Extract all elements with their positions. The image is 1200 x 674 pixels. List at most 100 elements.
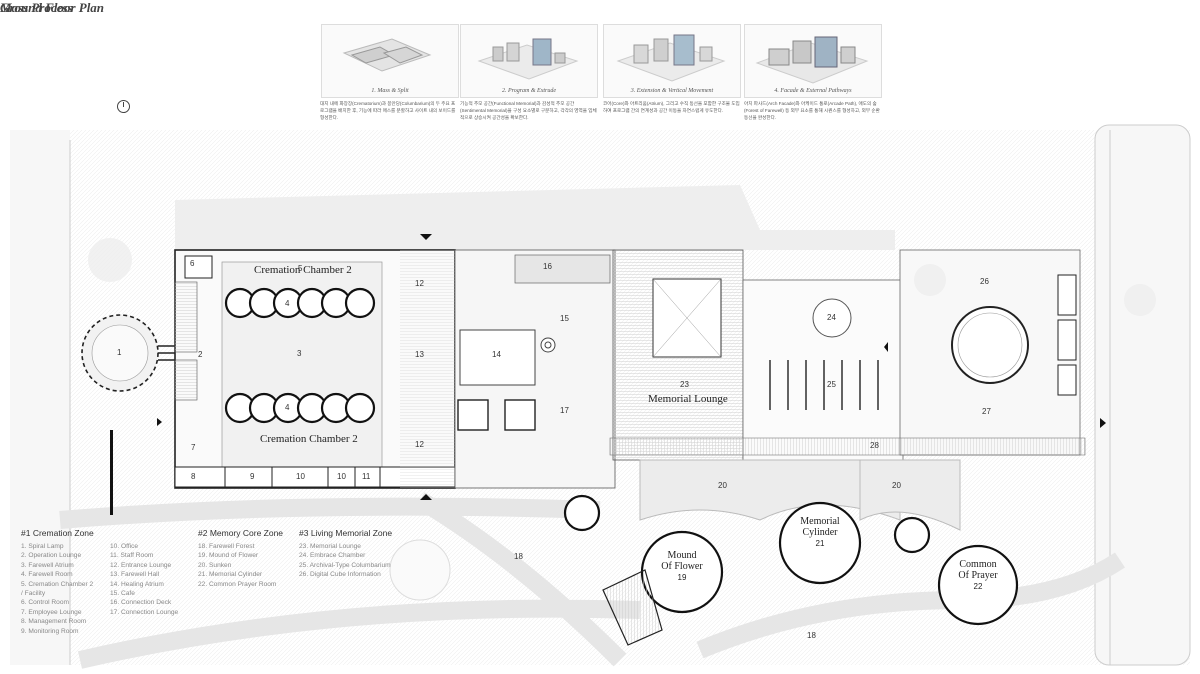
room-4-label-bottom: 4 [285,403,290,412]
mass-step-4-panel: 4. Facade & External Pathways [744,24,882,98]
zone-2-list: 18. Farewell Forest 19. Mound of Flower … [198,542,276,589]
room-17-label: 17 [560,406,569,415]
small-cylinder-west [563,494,601,532]
room-7-label: 7 [191,443,196,452]
legend-item: 4. Farewell Room [21,571,73,579]
room-18b-label: 18 [807,631,816,640]
legend-item: 7. Employee Lounge [21,608,82,616]
mass-step-4-caption: 4. Facade & External Pathways [774,88,852,94]
mass-step-4-description: 아치 파사드(Arch Facade)와 아케이드 통로(Arcade Path… [744,101,880,120]
room-12b-label: 12 [415,440,424,449]
room-28-label: 28 [870,441,879,450]
archival-columbarium [769,360,879,410]
room-24-label: 24 [827,313,836,322]
room-26-label: 26 [980,277,989,286]
room-20a-label: 20 [718,481,727,490]
legend-item: 17. Connection Lounge [110,608,179,616]
legend-item: 6. Control Room [21,599,70,607]
upper-terrace [175,185,895,250]
legend-item: 14. Healing Atrium [110,580,164,588]
chamber-row-top [224,287,376,319]
facade-diagram [755,36,869,84]
legend-item: 18. Farewell Forest [198,543,255,550]
room-9-label: 9 [250,472,255,481]
legend-item: 11. Staff Room [110,552,154,560]
mass-step-2-caption: 2. Program & Extrude [501,88,557,94]
room-18a-label: 18 [514,552,523,561]
legend-item: 8. Management Room [21,618,87,626]
memorial-cylinder-label: Memorial Cylinder 21 [788,516,852,549]
mound-of-flower-title: Mound Of Flower [661,550,703,572]
room-4-label-top: 4 [285,299,290,308]
small-cylinder-east [893,516,931,554]
memorial-cylinder-title: Memorial Cylinder [800,516,840,538]
room-16-label: 16 [543,262,552,271]
room-25-label: 25 [827,380,836,389]
east-road [1094,124,1191,666]
legend-item: 20. Sunken [198,561,232,569]
legend-item: 12. Entrance Lounge [110,561,172,569]
room-13-label: 13 [415,350,424,359]
legend-item: 9. Monitoring Room [21,627,79,635]
connection-corridor [609,437,1086,456]
mass-step-3-caption: 3. Extension & Vertical Movement [630,88,714,94]
legend-item: 21. Memorial Cylinder [198,571,263,579]
extension-diagram [616,34,726,82]
room-11-label: 11 [362,472,371,481]
mass-split-diagram [342,38,432,72]
zone-1-list-col1: 1. Spiral Lamp 2. Operation Lounge 3. Fa… [21,542,93,636]
legend-item: 26. Digital Cube Information [299,571,381,579]
memorial-lounge-label: Memorial Lounge [648,393,728,405]
mound-stair [602,569,663,646]
room-1-label: 1 [117,348,122,357]
legend-item: 10. Office [110,543,139,550]
room-5-label: 5 [298,264,303,273]
zone-3-list: 23. Memorial Lounge 24. Embrace Chamber … [299,542,391,580]
legend-item: 19. Mound of Flower [198,552,259,560]
north-arrow-icon [117,100,130,113]
zone-1-heading: #1 Cremation Zone [21,528,94,538]
ground-floor-plan-heading: Ground Floor Plan [0,0,105,15]
entrance-arrow-south-icon [420,494,432,500]
mass-step-1-caption: 1. Mass & Split [371,88,409,94]
legend-item: 23. Memorial Lounge [299,543,361,550]
room-2-label: 2 [198,350,203,359]
mass-step-2-description: 기능적 추모 공간(Functional Memorial)과 감성적 추모 공… [460,101,597,120]
room-12a-label: 12 [415,279,424,288]
mound-of-flower-number: 19 [677,573,687,582]
legend-item: 16. Connection Deck [110,599,172,607]
common-of-prayer [937,544,1019,626]
room-3-label: 3 [297,349,302,358]
entrance-arrow-west-icon [157,418,162,426]
zone-2-heading: #2 Memory Core Zone [198,528,284,538]
mound-of-flower-label: Mound Of Flower 19 [652,550,712,583]
room-8-label: 8 [191,472,196,481]
entrance-arrow-north-icon [420,234,432,240]
room-6-label: 6 [190,259,195,268]
mass-step-1-panel: 1. Mass & Split [321,24,459,98]
legend-item: 3. Farewell Atrium [21,561,74,569]
ground-floor-plan [10,124,1191,669]
legend-item: 15. Cafe [110,590,135,598]
mass-process-heading: Mass Process [0,0,73,15]
tree-icon [88,238,132,282]
program-extrude-diagram [477,38,579,80]
forest-clearing [389,539,451,601]
memorial-cylinder-number: 21 [815,539,825,548]
room-10b-label: 10 [337,472,346,481]
cremation-chamber-bottom-label: Cremation Chamber 2 [260,433,358,445]
cremation-chamber-top-label: Cremation Chamber 2 [254,264,352,276]
room-23-label: 23 [680,380,689,389]
legend-item: 5. Cremation Chamber 2 [21,580,94,588]
west-road [10,130,70,665]
common-of-prayer-label: Common Of Prayer 22 [946,559,1010,592]
room-20b-label: 20 [892,481,901,490]
legend-item: 22. Common Prayer Room [198,580,277,588]
legend-item: 1. Spiral Lamp [21,543,64,550]
common-of-prayer-number: 22 [973,582,983,591]
legend-item: 13. Farewell Hall [110,571,160,579]
room-15-label: 15 [560,314,569,323]
legend-item: / Facility [21,590,46,598]
mass-step-1-description: 대지 내에 화장장(Crematorium)과 봉안당(Columbarium)… [320,101,456,120]
common-of-prayer-title: Common Of Prayer [958,559,998,581]
